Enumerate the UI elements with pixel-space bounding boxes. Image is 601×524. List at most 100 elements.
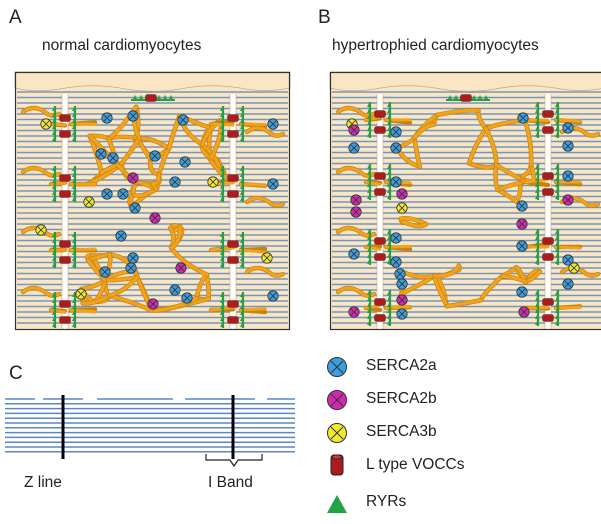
panel-c-letter: C [9, 363, 23, 384]
serca-pump-icon [181, 292, 193, 304]
ryr-triangle-icon [220, 125, 224, 129]
ryr-triangle-icon [139, 95, 143, 99]
ryr-triangle-icon [52, 119, 56, 123]
serca-pump-icon [394, 268, 406, 280]
legend-label-l-type-voccs: L type VOCCs [366, 456, 465, 473]
l-type-vocc-icon [542, 110, 554, 118]
ryr-triangle-icon [72, 239, 76, 243]
ryr-triangle-icon [555, 321, 559, 325]
serca-pump-icon [95, 148, 107, 160]
serca-pump-icon [516, 240, 528, 252]
l-type-vocc-icon [542, 172, 554, 180]
ryr-triangle-icon [555, 165, 559, 169]
ryr-triangle-icon [387, 254, 391, 258]
ryr-triangle-icon [52, 125, 56, 129]
serca-pump-icon [149, 150, 161, 162]
ryr-triangle-icon [220, 173, 224, 177]
sr-tubule [445, 298, 483, 308]
ryr-triangle-icon [555, 127, 559, 131]
ryr-triangle-icon [535, 291, 539, 295]
ryr-triangle-icon [535, 195, 539, 199]
serca-pump-icon [169, 284, 181, 296]
ryr-triangle-icon [220, 257, 224, 261]
ryr-triangle-icon [535, 183, 539, 187]
l-type-vocc-icon [227, 316, 239, 324]
ryr-triangle-icon [52, 173, 56, 177]
l-type-vocc-icon [374, 126, 386, 134]
serca-pump-icon [129, 202, 141, 214]
t-tubule-gap [545, 94, 551, 330]
ryr-triangle-icon [220, 167, 224, 171]
ryr-triangle-icon [367, 254, 371, 258]
ryr-triangle-icon [535, 133, 539, 137]
ryr-triangle-icon [387, 315, 391, 319]
l-type-vocc-icon [59, 114, 71, 122]
ryr-triangle-icon [367, 291, 371, 295]
l-type-vocc-icon [374, 237, 386, 245]
ryr-triangle-icon [555, 248, 559, 252]
ryr-triangle-icon [240, 107, 244, 111]
band-gap [83, 398, 97, 400]
ryr-triangle-icon [72, 125, 76, 129]
serca-pump-icon [40, 118, 52, 130]
ryr-triangle-icon [535, 248, 539, 252]
ryr-triangle-icon [52, 251, 56, 255]
ryr-triangle-icon [367, 195, 371, 199]
sr-tubule [151, 181, 159, 191]
ryr-triangle-icon [535, 165, 539, 169]
serca-pump-icon [101, 188, 113, 200]
l-type-vocc-icon [542, 298, 554, 306]
ryr-triangle-icon [240, 185, 244, 189]
serca-pump-icon [562, 194, 574, 206]
serca-pump-icon [516, 286, 528, 298]
ryr-triangle-icon [387, 260, 391, 264]
panel-a-title: normal cardiomyocytes [42, 37, 202, 54]
serca2b-icon [327, 390, 347, 410]
serca-pump-icon [390, 142, 402, 154]
legend-label-serca2b: SERCA2b [366, 390, 437, 407]
ryr-triangle-icon [387, 303, 391, 307]
serca-pump-icon [562, 254, 574, 266]
ryr-triangle-icon [52, 191, 56, 195]
l-type-vocc-icon [542, 314, 554, 322]
l-type-vocc-icon [374, 298, 386, 306]
l-type-vocc-icon [374, 253, 386, 261]
sr-fragment [245, 266, 285, 278]
ryr-triangle-icon [478, 95, 482, 99]
ryr-triangle-icon [157, 95, 161, 99]
ryr-triangle-icon [555, 109, 559, 113]
ryr-triangle-icon [72, 131, 76, 135]
serca2a-icon [327, 357, 347, 377]
ryr-triangle-icon [72, 191, 76, 195]
ryr-triangle-icon [240, 191, 244, 195]
ryr-triangle-icon [367, 315, 371, 319]
ryr-triangle-icon [220, 137, 224, 141]
l-type-vocc-icon [59, 256, 71, 264]
ryr-triangle-icon [220, 317, 224, 321]
serca-pump-icon [127, 252, 139, 264]
legend-label-serca3b: SERCA3b [366, 423, 437, 440]
serca-pump-icon [169, 176, 181, 188]
ryr-triangle-icon [133, 95, 137, 99]
l-type-vocc-icon [227, 256, 239, 264]
ryr-triangle-icon [72, 179, 76, 183]
serca-pump-icon [177, 114, 189, 126]
l-type-vocc-icon [227, 240, 239, 248]
ryr-triangle-icon [535, 260, 539, 264]
l-type-vocc-icon [227, 190, 239, 198]
ryr-triangle-icon [454, 95, 458, 99]
serca-pump-icon [149, 212, 161, 224]
sr-tubule [399, 216, 428, 226]
ryr-triangle-icon [535, 171, 539, 175]
ryr-triangle-icon [387, 236, 391, 240]
ryr-triangle-icon [52, 131, 56, 135]
serca-pump-icon [348, 142, 360, 154]
serca-pump-icon [99, 266, 111, 278]
serca-pump-icon [75, 288, 87, 300]
ryr-triangle-icon [52, 137, 56, 141]
serca-pump-icon [516, 218, 528, 230]
ryr-triangle-icon [367, 309, 371, 313]
serca-pump-icon [562, 170, 574, 182]
ryr-triangle-icon [52, 293, 56, 297]
ryr-triangle-icon [52, 239, 56, 243]
